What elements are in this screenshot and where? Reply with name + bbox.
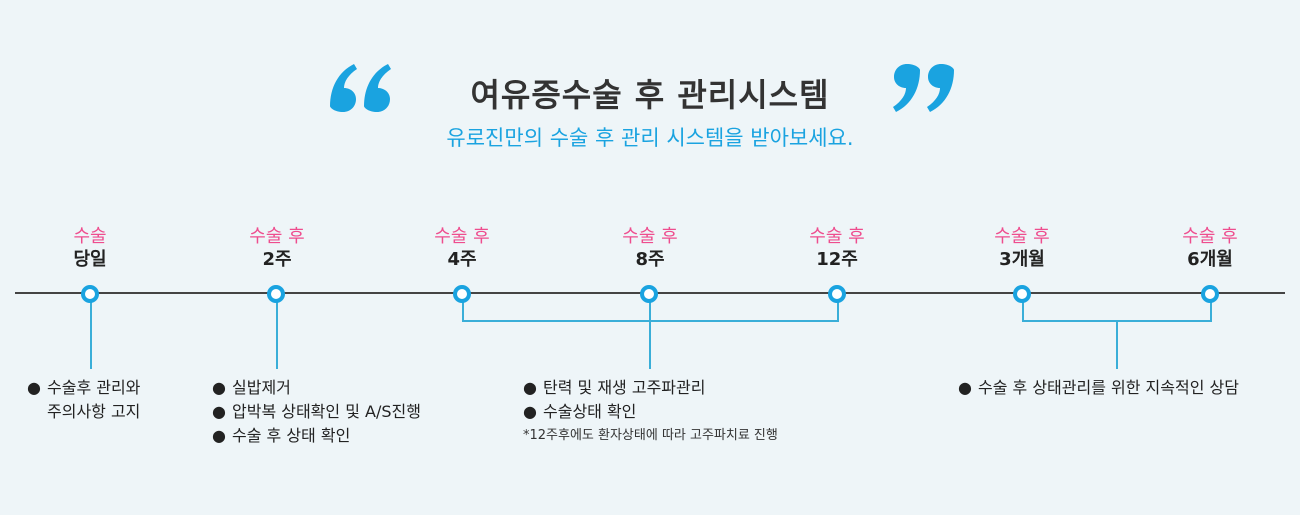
note-month3-6: ● 수술 후 상태관리를 위한 지속적인 상담 xyxy=(958,376,1239,400)
timeline-node-week4 xyxy=(453,285,471,303)
stage-label-top: 수술 후 xyxy=(809,226,865,247)
connector-week12 xyxy=(837,294,839,322)
stage-label-bottom: 12주 xyxy=(816,249,858,270)
timeline-node-day0 xyxy=(81,285,99,303)
bullet-icon: ● xyxy=(212,378,226,397)
connector-month-notes xyxy=(1116,320,1118,369)
note-text: 수술 후 상태 확인 xyxy=(232,426,351,445)
page-subtitle: 유로진만의 수술 후 관리 시스템을 받아보세요. xyxy=(446,126,854,150)
stage-label-bottom: 8주 xyxy=(635,249,665,270)
timeline-node-week12 xyxy=(828,285,846,303)
connector-day0 xyxy=(90,294,92,369)
stage-label-day0: 수술 당일 xyxy=(30,226,150,272)
stage-label-top: 수술 후 xyxy=(1182,226,1238,247)
bullet-icon: ● xyxy=(958,378,972,397)
bullet-icon: ● xyxy=(27,378,41,397)
note-week4-12: ● 탄력 및 재생 고주파관리 ● 수술상태 확인 *12주후에도 환자상태에 따라… xyxy=(523,376,778,448)
note-text: 수술상태 확인 xyxy=(543,402,637,421)
timeline-node-month6 xyxy=(1201,285,1219,303)
stage-label-top: 수술 xyxy=(73,226,107,247)
connector-month6 xyxy=(1210,294,1212,322)
stage-label-top: 수술 후 xyxy=(622,226,678,247)
stage-label-week12: 수술 후 12주 xyxy=(777,226,897,272)
note-footnote: *12주후에도 환자상태에 따라 고주파치료 진행 xyxy=(523,428,778,443)
stage-label-month3: 수술 후 3개월 xyxy=(962,226,1082,272)
stage-label-top: 수술 후 xyxy=(249,226,305,247)
bullet-icon: ● xyxy=(212,426,226,445)
note-text: 탄력 및 재생 고주파관리 xyxy=(543,378,706,397)
note-text: 수술후 관리와 xyxy=(47,378,141,397)
stage-label-bottom: 당일 xyxy=(73,249,107,270)
connector-week8 xyxy=(649,294,651,369)
stage-label-week8: 수술 후 8주 xyxy=(590,226,710,272)
note-day0: ● 수술후 관리와 주의사항 고지 xyxy=(27,376,140,424)
timeline-node-month3 xyxy=(1013,285,1031,303)
stage-label-bottom: 3개월 xyxy=(999,249,1045,270)
timeline-node-week8 xyxy=(640,285,658,303)
timeline-node-week2 xyxy=(267,285,285,303)
stage-label-top: 수술 후 xyxy=(434,226,490,247)
bullet-icon: ● xyxy=(523,402,537,421)
note-text: 주의사항 고지 xyxy=(47,402,141,421)
note-text: 수술 후 상태관리를 위한 지속적인 상담 xyxy=(978,378,1239,397)
note-text: 실밥제거 xyxy=(232,378,291,397)
stage-label-bottom: 2주 xyxy=(262,249,292,270)
stage-label-bottom: 4주 xyxy=(447,249,477,270)
connector-month3 xyxy=(1022,294,1024,322)
bullet-icon: ● xyxy=(523,378,537,397)
close-quote-icon xyxy=(893,64,954,112)
connector-week4 xyxy=(462,294,464,322)
stage-label-week2: 수술 후 2주 xyxy=(217,226,337,272)
stage-label-month6: 수술 후 6개월 xyxy=(1150,226,1270,272)
stage-label-week4: 수술 후 4주 xyxy=(402,226,522,272)
stage-label-bottom: 6개월 xyxy=(1187,249,1233,270)
bullet-icon: ● xyxy=(212,402,226,421)
stage-label-top: 수술 후 xyxy=(994,226,1050,247)
open-quote-icon xyxy=(330,64,391,112)
note-week2: ● 실밥제거 ● 압박복 상태확인 및 A/S진행 ● 수술 후 상태 확인 xyxy=(212,376,421,448)
page-title: 여유증수술 후 관리시스템 xyxy=(470,76,830,114)
note-text: 압박복 상태확인 및 A/S진행 xyxy=(232,402,421,421)
connector-week2 xyxy=(276,294,278,369)
